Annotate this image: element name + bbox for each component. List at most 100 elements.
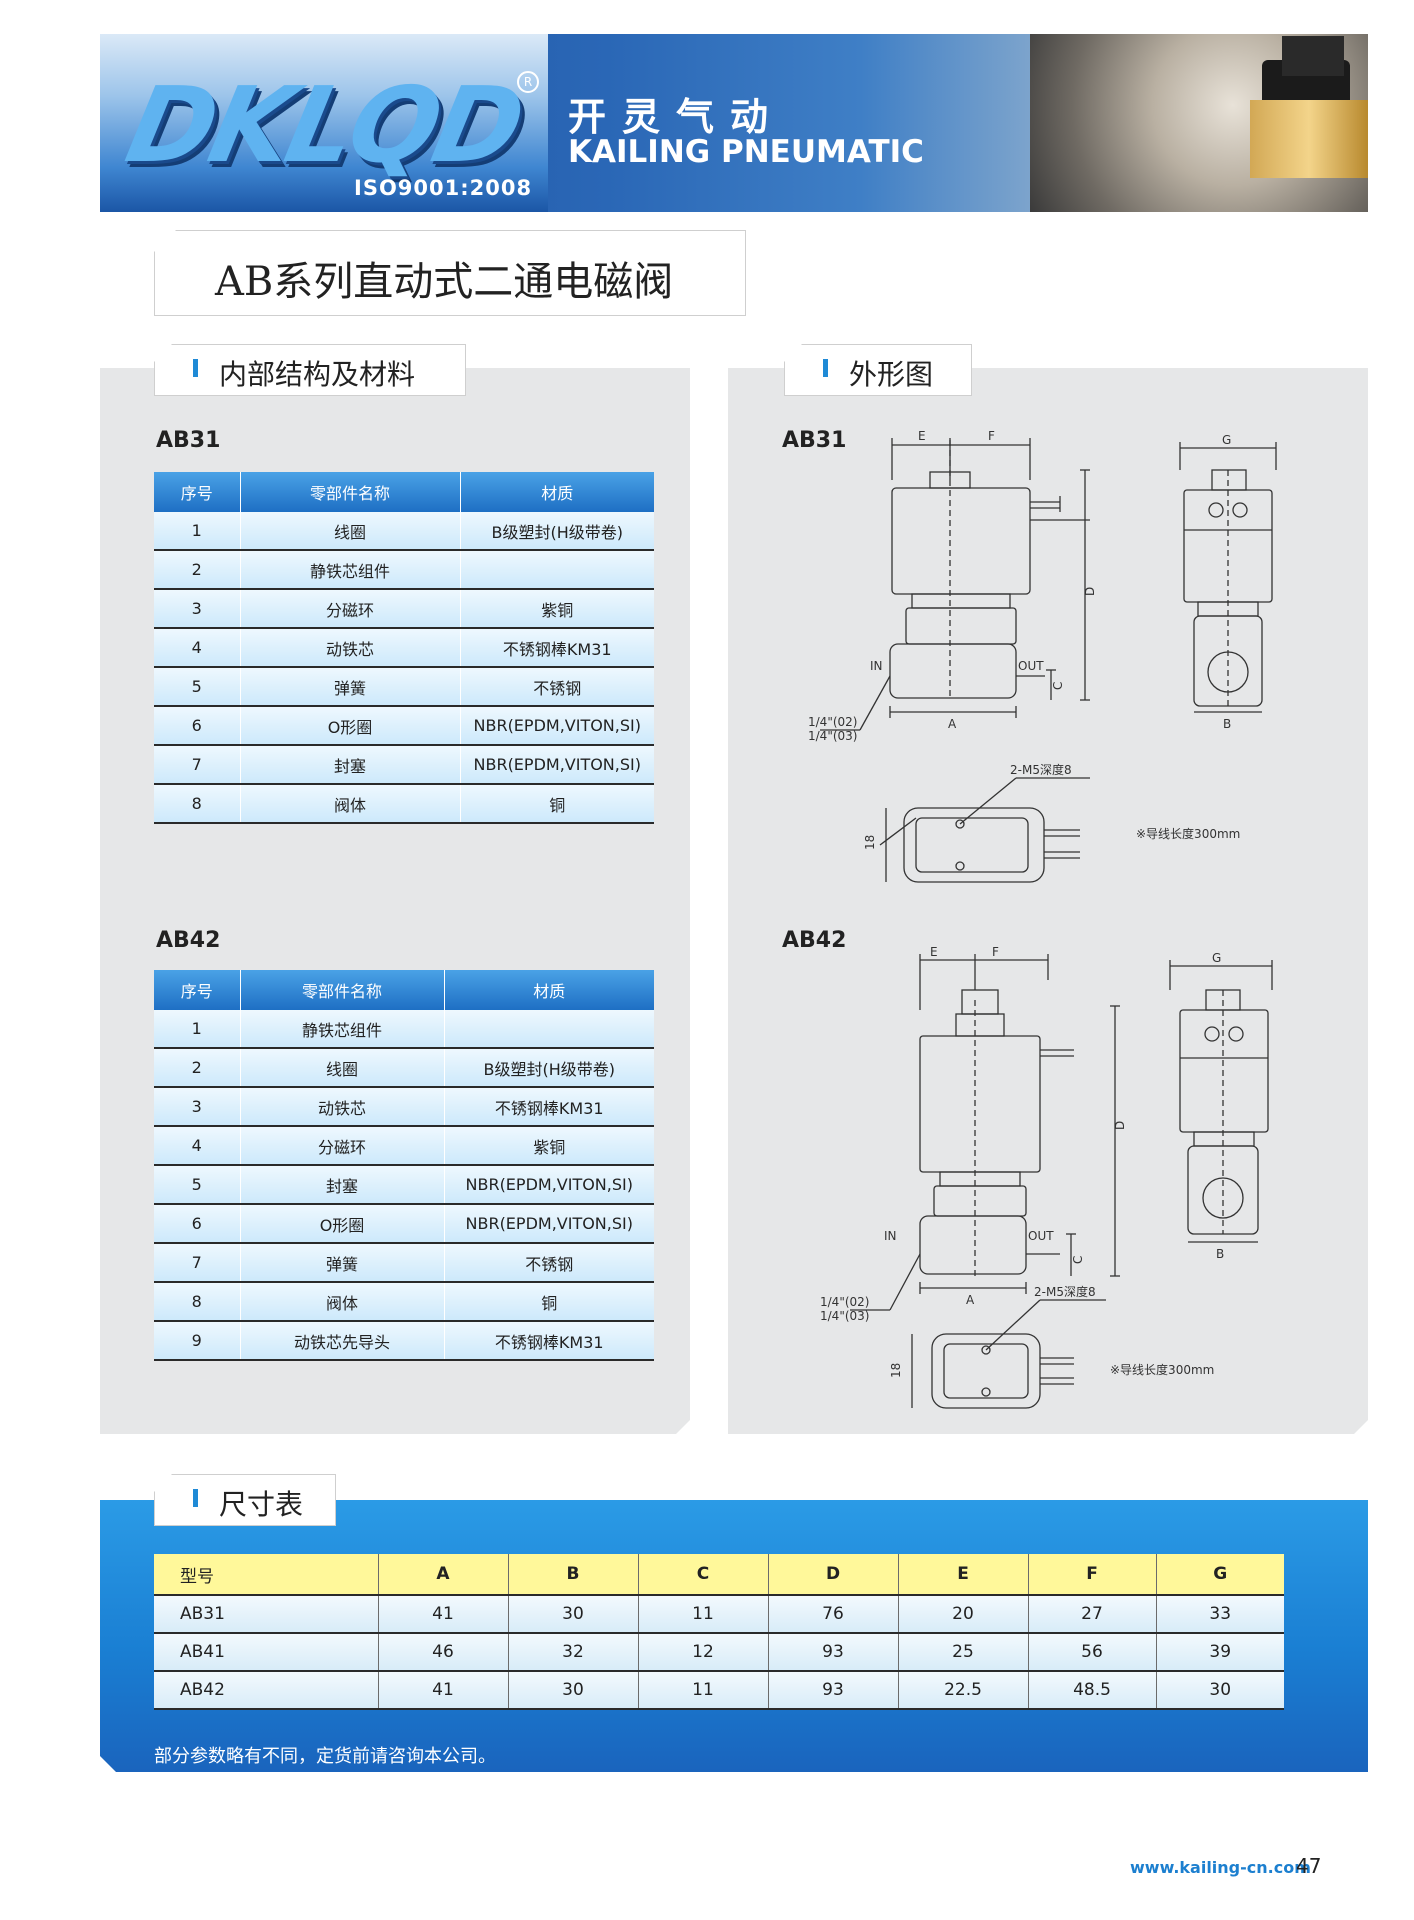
column-header-b: B [508,1554,639,1596]
cell-name: 线圈 [240,1048,445,1088]
cell-name: O形圈 [240,1204,445,1244]
cell-a: 41 [378,1595,509,1634]
cell-material: 不锈钢 [444,1243,654,1283]
cell-b: 30 [508,1595,639,1634]
outline-panel [728,368,1368,1434]
column-header-name: 零部件名称 [240,472,461,512]
column-header-e: E [898,1554,1029,1596]
cell-material: 不锈钢 [460,667,654,707]
cell-material [460,550,654,590]
label-g: G [1212,951,1221,965]
cell-d: 93 [768,1633,899,1672]
column-header-material: 材质 [444,970,654,1010]
label-a: A [948,717,957,731]
table-row: AB31 41 30 11 76 20 27 33 [154,1595,1284,1634]
cell-name: 动铁芯 [240,1087,445,1127]
label-c: C [1051,682,1065,690]
label-width-18: 18 [863,835,877,850]
label-port-02: 1/4"(02) [808,715,857,729]
iso-certification: ISO9001:2008 [354,176,533,200]
dimension-section-tab: 尺寸表 [154,1474,336,1526]
cell-name: 弹簧 [240,1243,445,1283]
cell-material: NBR(EPDM,VITON,SI) [460,745,654,785]
cell-material: 不锈钢棒KM31 [460,628,654,668]
cell-no: 1 [154,1010,241,1049]
label-mount-holes: 2-M5深度8 [1034,1284,1096,1299]
valve-brass-body-photo [1250,100,1368,178]
cell-material: NBR(EPDM,VITON,SI) [444,1165,654,1205]
cell-no: 1 [154,512,241,551]
cell-no: 6 [154,706,241,746]
company-name-en: KAILING PNEUMATIC [568,134,924,170]
ab31-structure-label: AB31 [156,428,221,453]
table-header-row: 序号 零部件名称 材质 [154,970,654,1010]
ab31-outline-label: AB31 [782,428,847,453]
page-title-tab: AB系列直动式二通电磁阀 [154,230,746,316]
label-f: F [992,945,999,959]
column-header-d: D [768,1554,899,1596]
cell-g: 39 [1156,1633,1284,1672]
structure-section-title: 内部结构及材料 [219,358,416,391]
cell-material: 不锈钢棒KM31 [444,1321,654,1361]
cell-no: 7 [154,1243,241,1283]
logo-background [100,34,548,212]
cell-no: 3 [154,589,241,629]
cell-material: 紫铜 [444,1126,654,1166]
column-header-material: 材质 [460,472,654,512]
outline-section-tab: 外形图 [784,344,972,396]
label-in: IN [870,659,883,673]
cell-material: B级塑封(H级带卷) [444,1048,654,1088]
ab42-outline-label: AB42 [782,928,847,953]
header-banner: DKLQD R ISO9001:2008 开灵气动 KAILING PNEUMA… [100,34,1368,212]
dimension-note: 部分参数略有不同，定货前请咨询本公司。 [154,1746,496,1767]
ab42-front-view [850,954,1120,1311]
cell-c: 11 [638,1671,769,1710]
cell-model: AB41 [154,1633,379,1672]
ab31-side-view [1179,442,1277,713]
cell-no: 5 [154,667,241,707]
label-port-03: 1/4"(03) [808,729,857,743]
structure-section-tab: 内部结构及材料 [154,344,466,396]
cell-name: 静铁芯组件 [240,1010,445,1049]
ab42-structure-label: AB42 [156,928,221,953]
cell-name: 分磁环 [240,1126,445,1166]
website-url[interactable]: www.kailing-cn.com [1130,1858,1311,1877]
cell-name: 阀体 [240,1282,445,1322]
table-header-row: 序号 零部件名称 材质 [154,472,654,512]
column-header-c: C [638,1554,769,1596]
cell-no: 7 [154,745,241,785]
ab31-top-view [879,777,1090,883]
page-title: AB系列直动式二通电磁阀 [215,259,674,305]
cell-model: AB31 [154,1595,379,1634]
ab42-side-view [1169,960,1273,1243]
cell-name: 动铁芯先导头 [240,1321,445,1361]
cell-name: 阀体 [240,784,461,824]
column-header-a: A [378,1554,509,1596]
label-port-02: 1/4"(02) [820,1295,869,1309]
label-d: D [1113,1121,1127,1130]
cell-name: O形圈 [240,706,461,746]
cell-model: AB42 [154,1671,379,1710]
cell-no: 5 [154,1165,241,1205]
cell-material: 铜 [444,1282,654,1322]
cell-no: 8 [154,1282,241,1322]
label-c: C [1071,1256,1085,1264]
cell-name: 动铁芯 [240,628,461,668]
cell-f: 48.5 [1028,1671,1157,1710]
